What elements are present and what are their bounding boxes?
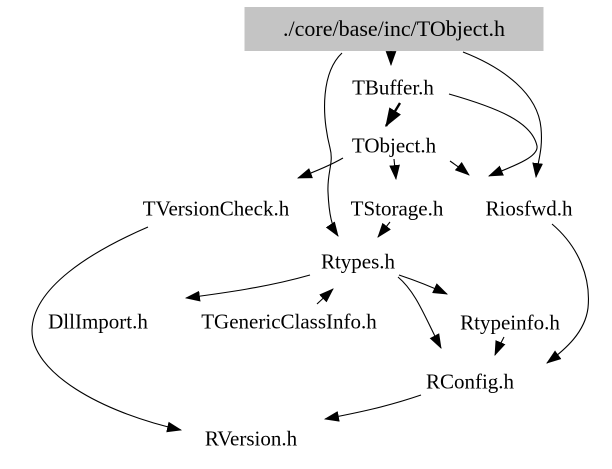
edge-rtypes-dllimport xyxy=(184,274,311,302)
node-rconfig[interactable]: RConfig.h xyxy=(425,369,515,394)
node-tbuffer[interactable]: TBuffer.h xyxy=(352,75,434,100)
edge-tbuffer-riosfwd xyxy=(448,93,538,177)
edge-tobject-tversioncheck xyxy=(296,157,344,179)
edge-rtypes-rconfig xyxy=(397,276,442,349)
edge-rconfig-rversion xyxy=(323,394,422,422)
edge-tstorage-rtypes xyxy=(377,221,391,238)
edge-root-rtypes xyxy=(324,52,343,237)
node-riosfwd[interactable]: Riosfwd.h xyxy=(485,196,573,221)
node-rtypeinfo[interactable]: Rtypeinfo.h xyxy=(460,310,560,335)
edge-riosfwd-rconfig xyxy=(546,223,589,364)
edge-tobject-riosfwd xyxy=(449,160,470,176)
node-tobject[interactable]: TObject.h xyxy=(351,133,437,158)
node-tgenericclassinfo[interactable]: TGenericClassInfo.h xyxy=(201,309,377,334)
node-rtypes[interactable]: Rtypes.h xyxy=(320,249,396,274)
node-root[interactable]: ./core/base/inc/TObject.h xyxy=(244,7,544,51)
edge-tgenericclassinfo-rtypes xyxy=(316,288,334,305)
edge-tversioncheck-rversion xyxy=(31,226,183,433)
edge-tbuffer-tobject xyxy=(384,102,402,128)
node-tstorage[interactable]: TStorage.h xyxy=(350,196,444,221)
node-tversioncheck[interactable]: TVersionCheck.h xyxy=(142,196,290,221)
edge-tobject-tstorage xyxy=(389,158,400,181)
node-dllimport[interactable]: DllImport.h xyxy=(48,309,148,334)
node-rversion[interactable]: RVersion.h xyxy=(204,426,298,451)
edge-root-riosfwd xyxy=(462,51,543,179)
edge-rtypes-rtypeinfo xyxy=(398,274,448,295)
edge-rtypeinfo-rconfig xyxy=(494,336,506,356)
